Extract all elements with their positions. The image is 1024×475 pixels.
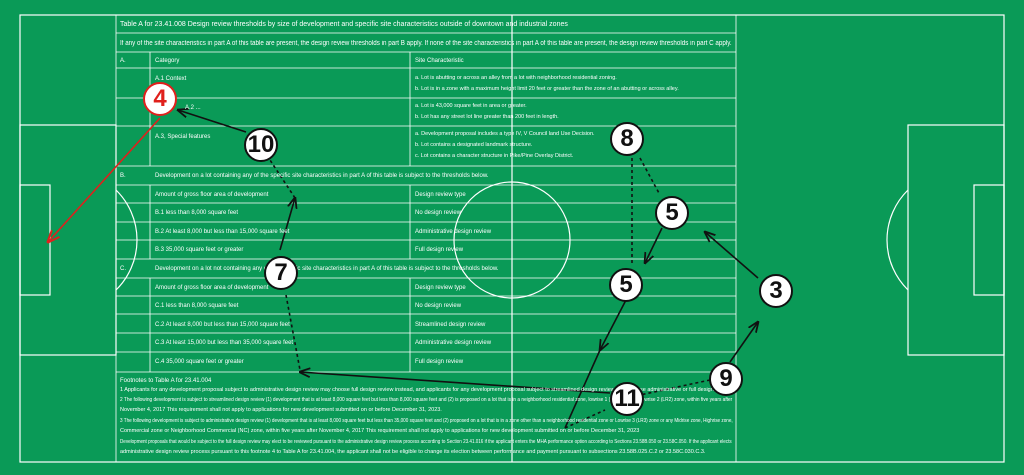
row-c3-amount: C.3 At least 15,000 but less than 35,000… bbox=[155, 340, 294, 346]
section-a-category-header: Category bbox=[155, 58, 180, 64]
row-c2-amount: C.2 At least 8,000 but less than 15,000 … bbox=[155, 322, 290, 328]
run-dashed-11 bbox=[564, 409, 606, 429]
footnote-line-7: administrative design review process pur… bbox=[120, 449, 706, 455]
footnotes-title: Footnotes to Table A for 23.41.004 bbox=[120, 378, 212, 384]
row-a1-char-a: a. Lot is abutting or across an alley fr… bbox=[415, 75, 617, 81]
row-b2-type: Administrative design review bbox=[415, 229, 492, 235]
section-b-letter: B. bbox=[120, 173, 126, 179]
row-b2-amount: B.2 At least 8,000 but less than 15,000 … bbox=[155, 229, 290, 235]
section-c-type-header: Design review type bbox=[415, 285, 466, 291]
footnote-line-1: 1 Applicants for any development proposa… bbox=[120, 387, 733, 393]
row-a2-char-a: a. Lot is 43,000 square feet in area or … bbox=[415, 103, 527, 109]
row-a1-char-b: b. Lot is in a zone with a maximum heigh… bbox=[415, 86, 679, 92]
player-marker-9[interactable]: 9 bbox=[709, 362, 743, 396]
player-marker-3[interactable]: 3 bbox=[759, 274, 793, 308]
row-b1-type: No design review bbox=[415, 210, 462, 216]
section-a-site-header: Site Characteristic bbox=[415, 58, 464, 64]
row-c4-amount: C.4 35,000 square feet or greater bbox=[155, 359, 244, 365]
row-a3-char-c: c. Lot contains a character structure in… bbox=[415, 153, 574, 159]
row-c2-type: Streamlined design review bbox=[415, 322, 486, 328]
footnote-line-2: 2 The following development is subject t… bbox=[120, 397, 733, 403]
row-a1-category: A.1 Context bbox=[155, 76, 187, 82]
row-a3-char-a: a. Development proposal includes a type … bbox=[415, 131, 595, 137]
run-11-down bbox=[564, 349, 601, 429]
row-b1-amount: B.1 less than 8,000 square feet bbox=[155, 210, 239, 216]
section-b-amount-header: Amount of gross floor area of developmen… bbox=[155, 192, 269, 198]
pass-3-to-5 bbox=[705, 232, 759, 279]
section-a-letter: A. bbox=[120, 58, 126, 64]
left-penalty-box bbox=[19, 124, 117, 356]
row-a3-char-b: b. Lot contains a designated landmark st… bbox=[415, 142, 533, 148]
table-title: Table A for 23.41.008 Design review thre… bbox=[120, 21, 568, 28]
section-c-letter: C. bbox=[120, 266, 126, 272]
row-a2-category: A.2 ... bbox=[185, 105, 201, 111]
footnote-line-4: 3 The following development is subject t… bbox=[120, 418, 733, 424]
player-marker-7[interactable]: 7 bbox=[264, 256, 298, 290]
run-dashed-10 bbox=[269, 159, 296, 199]
player-marker-8[interactable]: 8 bbox=[610, 122, 644, 156]
section-b-type-header: Design review type bbox=[415, 192, 466, 198]
player-marker-5-upper[interactable]: 5 bbox=[655, 196, 689, 230]
pass-10-to-4 bbox=[178, 110, 247, 133]
run-7-to-10 bbox=[279, 198, 295, 251]
player-marker-4[interactable]: 4 bbox=[143, 82, 177, 116]
right-penalty-arc bbox=[886, 189, 909, 291]
footnote-line-3: November 4, 2017 This requirement shall … bbox=[120, 407, 442, 413]
pass-5-to-5 bbox=[645, 227, 663, 263]
row-c3-type: Administrative design review bbox=[415, 340, 492, 346]
table-intro: If any of the site characteristics in pa… bbox=[120, 40, 732, 47]
footnote-line-6: Development proposals that would be subj… bbox=[120, 439, 732, 445]
row-c1-amount: C.1 less than 8,000 square feet bbox=[155, 303, 239, 309]
pass-9-to-3 bbox=[729, 322, 758, 363]
row-c1-type: No design review bbox=[415, 303, 462, 309]
right-goal-box bbox=[973, 184, 1005, 296]
row-b3-type: Full design review bbox=[415, 247, 464, 253]
player-marker-11[interactable]: 11 bbox=[610, 382, 644, 416]
player-marker-10[interactable]: 10 bbox=[244, 128, 278, 162]
row-c4-type: Full design review bbox=[415, 359, 464, 365]
right-penalty-box bbox=[907, 124, 1005, 356]
player-marker-5-lower[interactable]: 5 bbox=[609, 268, 643, 302]
section-c-header: Development on a lot not containing any … bbox=[155, 266, 499, 272]
row-a2-char-b: b. Lot has any street lot line greater t… bbox=[415, 114, 559, 120]
footnote-line-5: Commercial zone or Neighborhood Commerci… bbox=[120, 428, 640, 434]
row-a3-category: A.3, Special features bbox=[155, 134, 211, 140]
run-dashed-8-to-5b bbox=[639, 157, 661, 196]
section-c-amount-header: Amount of gross floor area of developmen… bbox=[155, 285, 269, 291]
pass-11-to-7 bbox=[300, 372, 611, 394]
section-b-header: Development on a lot containing any of t… bbox=[155, 173, 489, 179]
pass-5-to-11 bbox=[600, 299, 627, 350]
run-dashed-7 bbox=[285, 294, 301, 371]
row-b3-amount: B.3 35,000 square feet or greater bbox=[155, 247, 244, 253]
pass-4-to-goal bbox=[48, 117, 161, 242]
left-goal-box bbox=[19, 184, 51, 296]
